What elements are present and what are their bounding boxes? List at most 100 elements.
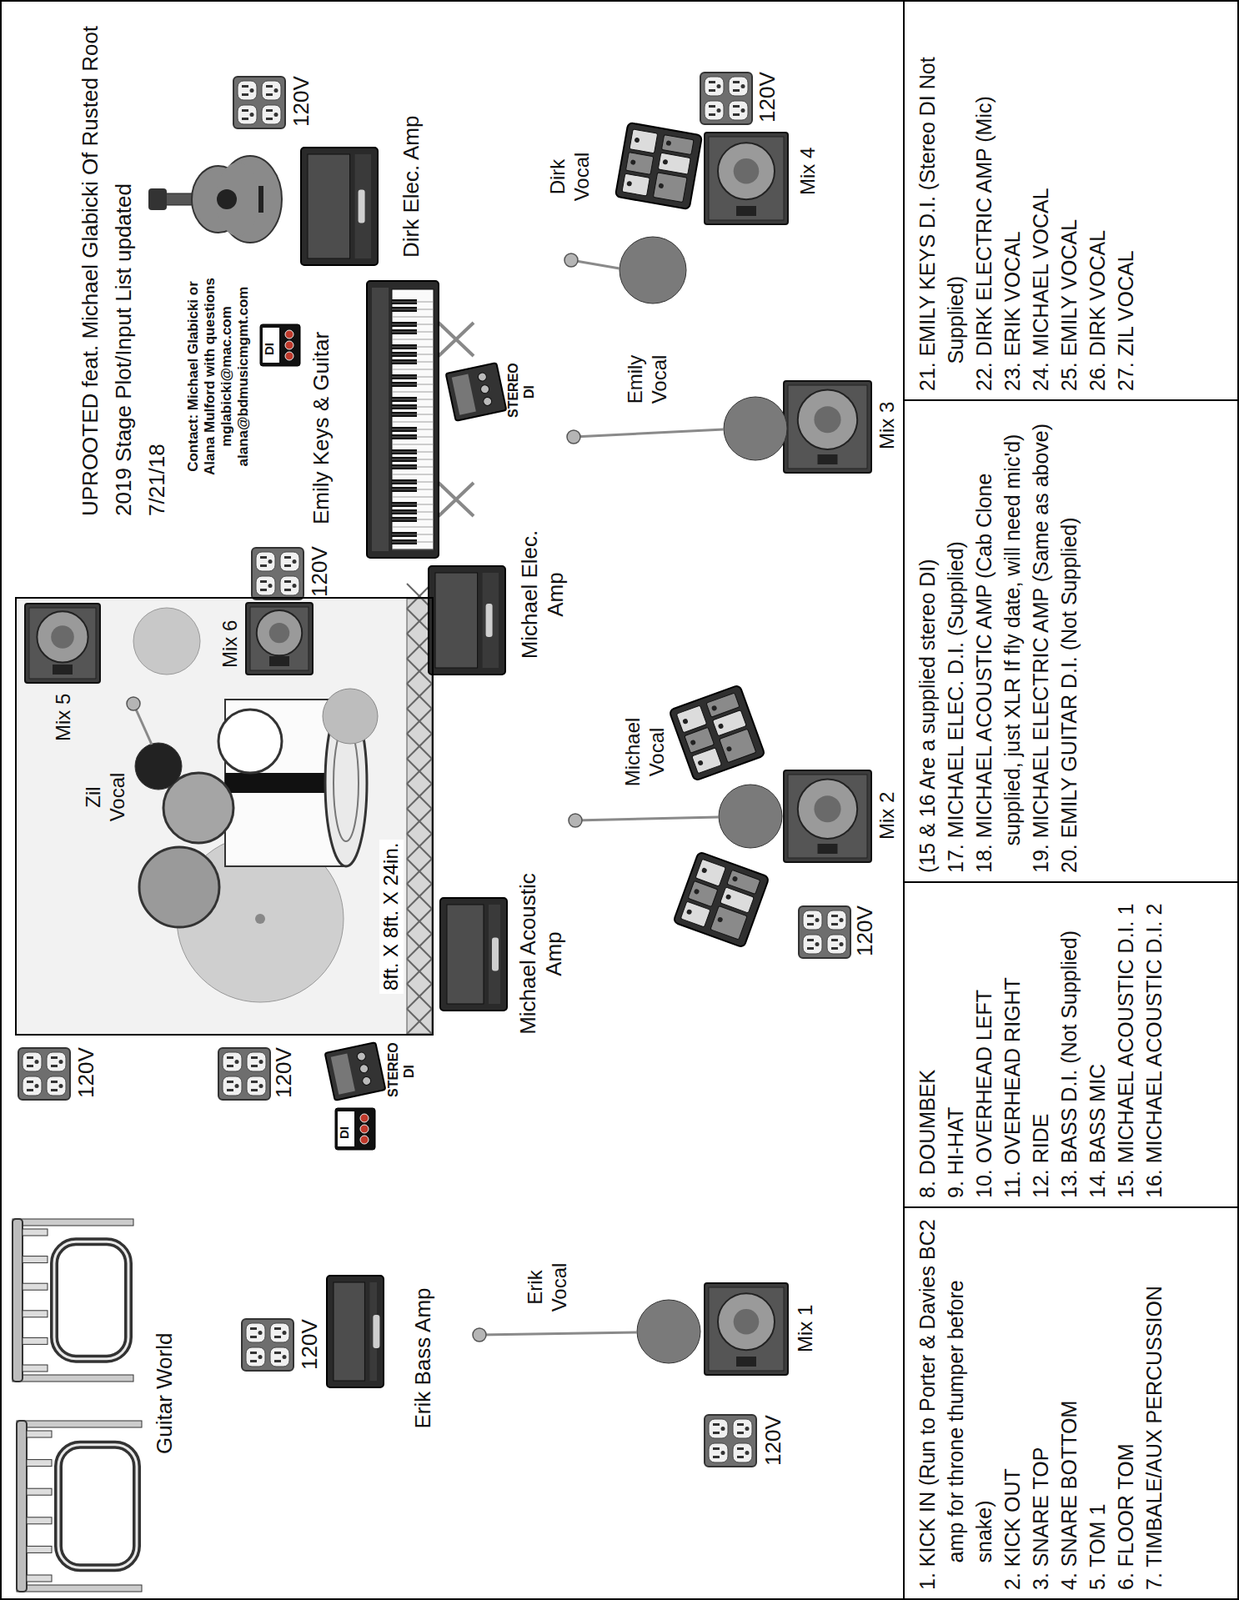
outlet-slot: [712, 1455, 720, 1459]
amp-handle: [486, 603, 493, 638]
power-outlet: [18, 1048, 71, 1100]
pedalboard: [668, 684, 765, 781]
truss-strut: [406, 958, 432, 984]
white-key-edge: [391, 354, 434, 356]
outlet-ground: [268, 583, 273, 588]
outlet-socket: [22, 1052, 42, 1072]
monitor-label: Mix 1: [793, 1304, 818, 1353]
white-key-edge: [391, 474, 434, 476]
monitor-label: Mix 6: [218, 620, 243, 668]
monitor-label: Mix 5: [51, 693, 76, 742]
wedge-face: [787, 774, 868, 858]
guitar-body-join: [215, 162, 260, 236]
power-outlet: [700, 72, 753, 125]
mic-stand: [472, 1328, 638, 1342]
outlet-slot: [241, 109, 249, 112]
pedal-knob: [665, 140, 672, 146]
stereo-di-jack: [361, 1075, 372, 1086]
outlet-slot: [807, 938, 814, 942]
rack-post: [12, 1374, 134, 1382]
outlet-slot: [250, 1335, 257, 1339]
input-item: 23. ERIK VOCAL: [998, 10, 1027, 392]
outlet-slot: [737, 1423, 744, 1426]
wedge-face: [787, 385, 868, 469]
outlet-ground: [274, 112, 279, 117]
outlet-socket: [704, 76, 724, 96]
keyboard-stand: [438, 482, 474, 517]
wedge-speaker: [797, 779, 858, 839]
outlet-slot: [284, 580, 291, 583]
power-outlet: [251, 547, 304, 600]
outlet-ground: [282, 1330, 287, 1335]
stereo-di-jack: [359, 1063, 370, 1074]
outlet-socket: [280, 576, 300, 596]
outlet-socket: [261, 105, 281, 125]
white-key-edge: [391, 421, 434, 423]
white-key-edge: [391, 459, 434, 461]
keyboard-body: [366, 280, 439, 558]
input-item: 1. KICK IN (Run to Porter & Davies BC2 a…: [912, 1216, 999, 1591]
outlet-slot: [807, 947, 814, 950]
outlet-socket: [46, 1076, 66, 1096]
pedal-knob: [630, 159, 637, 166]
vocal-label: Zil Vocal: [81, 765, 131, 829]
outlet-slot: [831, 922, 838, 926]
outlet-plate: [233, 76, 286, 129]
white-key-edge: [391, 534, 434, 536]
di-label: STEREO DI: [385, 1045, 417, 1098]
pedal-knob: [662, 159, 668, 166]
outlet-socket: [704, 100, 724, 121]
outlet-socket: [222, 1052, 242, 1072]
outlet-slot: [50, 1088, 58, 1092]
truss-strut: [406, 883, 432, 909]
white-key-edge: [391, 399, 434, 401]
white-key-edge: [391, 369, 434, 371]
keyboard-keys: [391, 289, 434, 550]
outlet-ground: [258, 1330, 263, 1335]
pedalboard: [615, 122, 703, 210]
amp-grille: [435, 572, 478, 668]
outlet-ground: [721, 1426, 726, 1431]
outlet-slot: [265, 117, 273, 121]
position-label: Emily Keys & Guitar: [308, 331, 335, 525]
input-item: 13. BASS D.I. (Not Supplied): [1054, 891, 1084, 1199]
outlet-slot: [260, 564, 267, 567]
outlet-ground: [35, 1059, 40, 1064]
rack-loop: [58, 1444, 137, 1569]
vocal-label: Erik Vocal: [523, 1254, 572, 1321]
input-item: 19. MICHAEL ELECTRIC AMP (Same as above): [1026, 409, 1055, 873]
effect-pedal: [652, 172, 688, 203]
amp-label: Michael Elec. Amp: [516, 522, 569, 667]
amplifier: [300, 147, 378, 266]
truss-strut: [406, 758, 432, 784]
outlet-slot: [226, 1056, 234, 1059]
effect-pedal: [706, 692, 740, 718]
white-key-edge: [391, 301, 434, 303]
power-label: 120V: [760, 1414, 787, 1466]
white-key-edge: [391, 309, 434, 311]
white-key-edge: [391, 541, 434, 543]
amp-grille: [333, 1282, 365, 1381]
power-outlet: [233, 76, 286, 129]
riser-dimensions: 8ft. X 8ft. X 24in.: [379, 839, 404, 994]
white-key-edge: [391, 496, 434, 498]
outlet-socket: [246, 1076, 266, 1096]
amp-cabinet: [428, 566, 506, 675]
di-label-plate: [337, 1111, 355, 1147]
monitor-label: Mix 3: [875, 401, 900, 450]
wedge-cone: [50, 625, 75, 649]
wedge-speaker: [36, 611, 88, 663]
outlet-slot: [226, 1080, 234, 1084]
stereo-di-jack: [480, 384, 491, 395]
white-key-edge: [391, 429, 434, 431]
wedge-cone: [733, 158, 760, 185]
guitar-bridge: [258, 185, 264, 213]
outlet-socket: [46, 1052, 66, 1072]
outlet-socket: [246, 1052, 266, 1072]
mic-head: [472, 1328, 487, 1342]
white-key-edge: [391, 489, 434, 491]
rack-prong: [22, 1337, 48, 1345]
input-item: 22. DIRK ELECTRIC AMP (Mic): [969, 10, 999, 392]
monitor-wedge: [245, 602, 313, 675]
plot-title: UPROOTED feat. Michael Glabicki Of Ruste…: [73, 15, 141, 517]
